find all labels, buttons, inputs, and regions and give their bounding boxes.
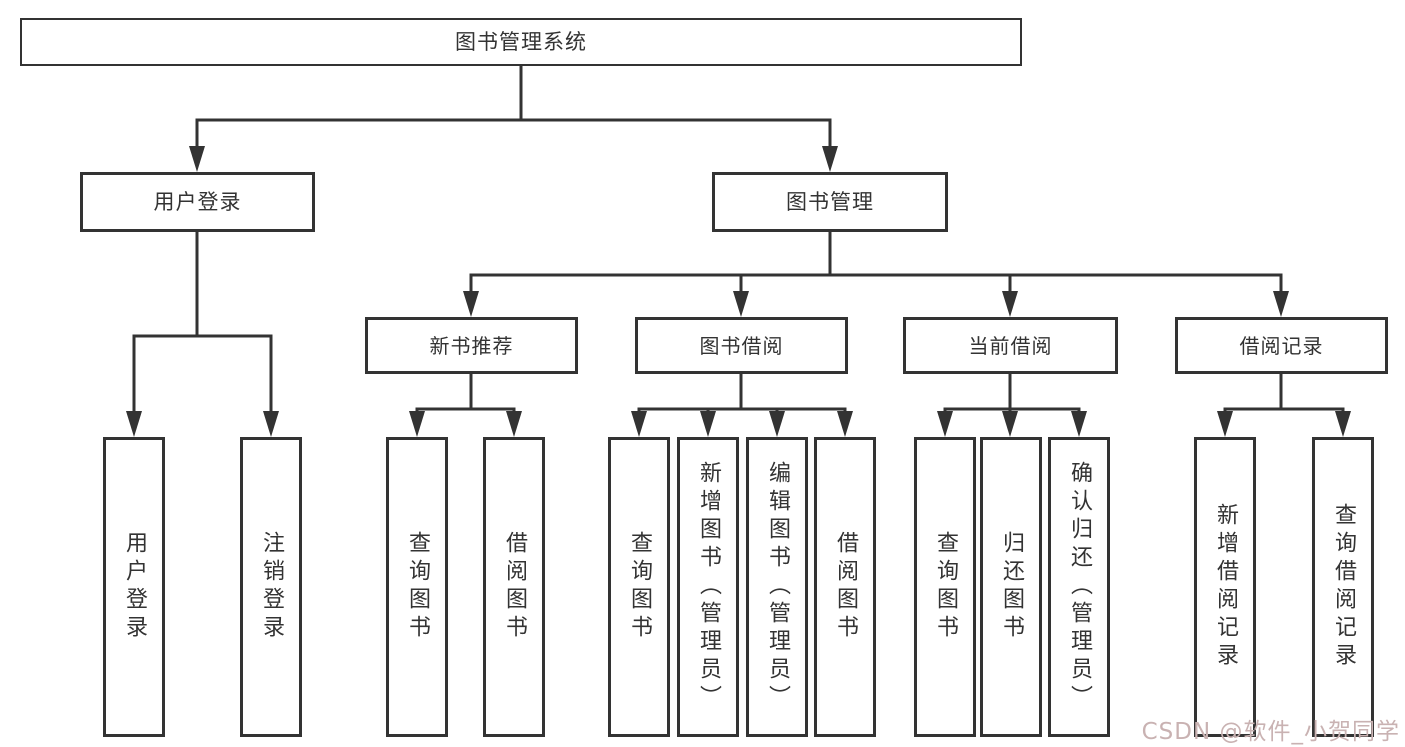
node-borrow-record-label: 借阅记录 — [1239, 333, 1324, 358]
connector-userlogin-to-children — [132, 232, 273, 417]
node-user-login: 用户登录 — [80, 172, 315, 232]
node-leaf-bb-edit-book-label: 编辑图书（管理员） — [765, 461, 790, 713]
node-leaf-logout: 注销登录 — [240, 437, 302, 737]
node-leaf-cb-confirm-return: 确认归还（管理员） — [1048, 437, 1110, 737]
connector-newbookrec-to-children — [415, 374, 516, 417]
node-leaf-nbr-query-book-label: 查询图书 — [405, 531, 430, 643]
node-current-borrow: 当前借阅 — [903, 317, 1118, 374]
node-user-login-label: 用户登录 — [153, 189, 242, 214]
node-leaf-bb-edit-book: 编辑图书（管理员） — [746, 437, 808, 737]
connector-borrowrecord-to-children — [1223, 374, 1345, 417]
node-new-book-recommend-label: 新书推荐 — [429, 333, 514, 358]
node-root-system-label: 图书管理系统 — [455, 29, 587, 54]
node-leaf-br-query-record: 查询借阅记录 — [1312, 437, 1374, 737]
node-leaf-bb-borrow-book: 借阅图书 — [814, 437, 876, 737]
node-leaf-nbr-query-book: 查询图书 — [386, 437, 448, 737]
node-leaf-cb-return-book: 归还图书 — [980, 437, 1042, 737]
node-borrow-record: 借阅记录 — [1175, 317, 1388, 374]
node-leaf-cb-query-book-label: 查询图书 — [933, 531, 958, 643]
node-book-borrow: 图书借阅 — [635, 317, 848, 374]
node-leaf-cb-confirm-return-label: 确认归还（管理员） — [1067, 461, 1092, 713]
node-leaf-cb-query-book: 查询图书 — [914, 437, 976, 737]
node-leaf-bb-borrow-book-label: 借阅图书 — [833, 531, 858, 643]
node-leaf-user-login: 用户登录 — [103, 437, 165, 737]
node-root-system: 图书管理系统 — [20, 18, 1022, 66]
connector-root-to-level2 — [195, 66, 832, 152]
node-leaf-br-add-record: 新增借阅记录 — [1194, 437, 1256, 737]
node-leaf-br-query-record-label: 查询借阅记录 — [1331, 503, 1356, 671]
node-book-management: 图书管理 — [712, 172, 948, 232]
node-leaf-br-add-record-label: 新增借阅记录 — [1213, 503, 1238, 671]
node-leaf-nbr-borrow-book-label: 借阅图书 — [502, 531, 527, 643]
node-leaf-bb-query-book-label: 查询图书 — [627, 531, 652, 643]
csdn-watermark: CSDN @软件_小贺同学 — [1141, 719, 1400, 745]
node-new-book-recommend: 新书推荐 — [365, 317, 578, 374]
node-leaf-user-login-label: 用户登录 — [122, 531, 147, 643]
node-book-borrow-label: 图书借阅 — [699, 333, 784, 358]
node-leaf-nbr-borrow-book: 借阅图书 — [483, 437, 545, 737]
node-book-management-label: 图书管理 — [786, 189, 874, 214]
node-leaf-bb-add-book: 新增图书（管理员） — [677, 437, 739, 737]
node-leaf-logout-label: 注销登录 — [259, 531, 284, 643]
connector-bookmgmt-to-level3 — [469, 232, 1283, 297]
node-leaf-bb-add-book-label: 新增图书（管理员） — [696, 461, 721, 713]
node-leaf-cb-return-book-label: 归还图书 — [999, 531, 1024, 643]
node-leaf-bb-query-book: 查询图书 — [608, 437, 670, 737]
node-current-borrow-label: 当前借阅 — [968, 333, 1053, 358]
connector-bookborrow-to-children — [637, 374, 847, 417]
connector-currentborrow-to-children — [943, 374, 1081, 417]
